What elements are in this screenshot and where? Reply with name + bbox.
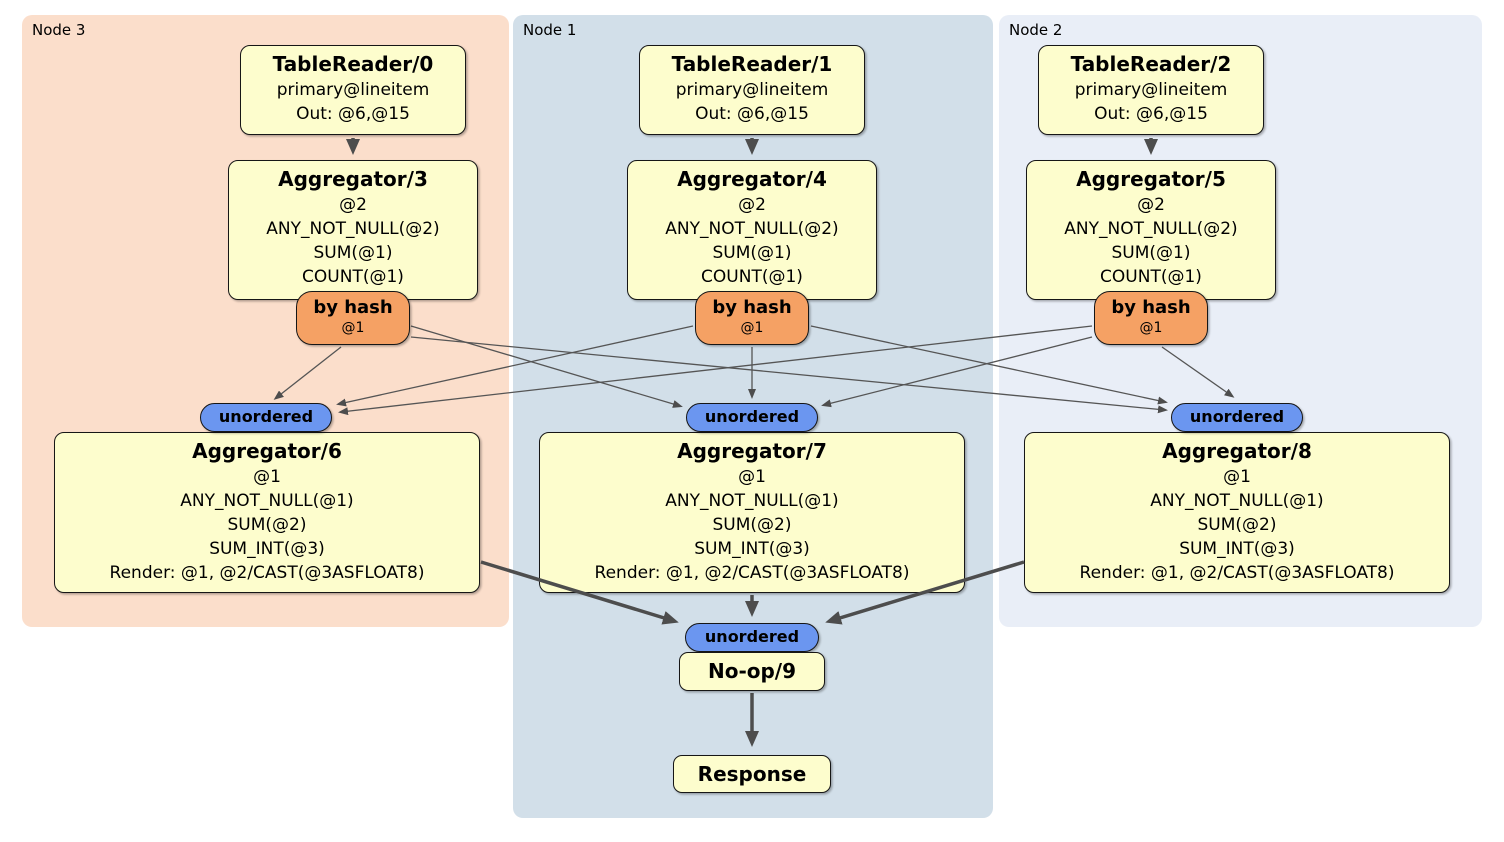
processor-aggregator-3: Aggregator/3 @2 ANY_NOT_NULL(@2) SUM(@1)… — [228, 160, 478, 300]
node-group-1-label: Node 1 — [523, 21, 577, 39]
router-detail: @1 — [740, 320, 764, 336]
processor-detail: SUM(@1) — [1111, 243, 1191, 263]
node-group-3-label: Node 3 — [32, 21, 86, 39]
processor-detail: ANY_NOT_NULL(@2) — [266, 219, 440, 239]
processor-detail: COUNT(@1) — [701, 267, 803, 287]
processor-detail: ANY_NOT_NULL(@2) — [665, 219, 839, 239]
processor-aggregator-7: Aggregator/7 @1 ANY_NOT_NULL(@1) SUM(@2)… — [539, 432, 965, 593]
stream-unordered-2: unordered — [1171, 403, 1303, 432]
processor-detail: @2 — [738, 195, 766, 215]
processor-detail: SUM(@1) — [313, 243, 393, 263]
processor-detail: primary@lineitem — [1074, 80, 1228, 100]
processor-detail: ANY_NOT_NULL(@2) — [1064, 219, 1238, 239]
processor-title: Aggregator/3 — [278, 167, 428, 191]
processor-title: Aggregator/5 — [1076, 167, 1226, 191]
processor-detail: SUM(@1) — [712, 243, 792, 263]
stream-label: unordered — [1189, 407, 1285, 426]
processor-detail: Out: @6,@15 — [1094, 104, 1208, 124]
edge-hash2-unordered0 — [338, 325, 1093, 416]
processor-aggregator-5: Aggregator/5 @2 ANY_NOT_NULL(@2) SUM(@1)… — [1026, 160, 1276, 300]
processor-title: TableReader/0 — [272, 52, 434, 76]
edge-hash0-unordered1 — [410, 325, 683, 408]
processor-title: Aggregator/7 — [677, 439, 827, 463]
node-group-2-label: Node 2 — [1009, 21, 1063, 39]
processor-detail: ANY_NOT_NULL(@1) — [180, 491, 354, 511]
processor-aggregator-4: Aggregator/4 @2 ANY_NOT_NULL(@2) SUM(@1)… — [627, 160, 877, 300]
router-label: by hash — [1111, 297, 1191, 318]
processor-detail: Render: @1, @2/CAST(@3ASFLOAT8) — [594, 563, 910, 583]
edge-hash2-unordered2 — [1161, 346, 1235, 398]
processor-detail: SUM(@2) — [712, 515, 792, 535]
processor-detail: @1 — [253, 467, 281, 487]
processor-aggregator-6: Aggregator/6 @1 ANY_NOT_NULL(@1) SUM(@2)… — [54, 432, 480, 593]
processor-detail: SUM(@2) — [227, 515, 307, 535]
stream-unordered-0: unordered — [200, 403, 332, 432]
response-label: Response — [697, 762, 807, 786]
processor-detail: @1 — [738, 467, 766, 487]
processor-detail: ANY_NOT_NULL(@1) — [665, 491, 839, 511]
processor-title: Aggregator/8 — [1162, 439, 1312, 463]
processor-detail: Render: @1, @2/CAST(@3ASFLOAT8) — [109, 563, 425, 583]
processor-title: No-op/9 — [707, 659, 797, 683]
router-by-hash-2: by hash @1 — [1094, 291, 1208, 345]
processor-detail: SUM_INT(@3) — [209, 539, 325, 559]
processor-tablereader-0: TableReader/0 primary@lineitem Out: @6,@… — [240, 45, 466, 135]
processor-detail: SUM_INT(@3) — [694, 539, 810, 559]
edge-aggregator8-unordered-final — [825, 560, 1025, 625]
processor-aggregator-8: Aggregator/8 @1 ANY_NOT_NULL(@1) SUM(@2)… — [1024, 432, 1450, 593]
processor-detail: COUNT(@1) — [1100, 267, 1202, 287]
edge-hash0-unordered2 — [410, 336, 1168, 414]
edge-hash2-unordered1 — [821, 336, 1093, 408]
stream-unordered-final: unordered — [685, 623, 819, 652]
processor-detail: @2 — [1137, 195, 1165, 215]
processor-detail: COUNT(@1) — [302, 267, 404, 287]
processor-title: TableReader/2 — [1070, 52, 1232, 76]
stream-unordered-1: unordered — [686, 403, 818, 432]
response-box: Response — [673, 755, 831, 793]
processor-title: Aggregator/4 — [677, 167, 827, 191]
processor-detail: @2 — [339, 195, 367, 215]
processor-noop-9: No-op/9 — [679, 652, 825, 691]
stream-label: unordered — [218, 407, 314, 426]
router-label: by hash — [313, 297, 393, 318]
processor-tablereader-1: TableReader/1 primary@lineitem Out: @6,@… — [639, 45, 865, 135]
router-detail: @1 — [341, 320, 365, 336]
processor-detail: primary@lineitem — [675, 80, 829, 100]
processor-tablereader-2: TableReader/2 primary@lineitem Out: @6,@… — [1038, 45, 1264, 135]
edge-aggregator6-unordered-final — [480, 560, 679, 625]
edge-hash0-unordered0 — [273, 346, 342, 400]
processor-detail: ANY_NOT_NULL(@1) — [1150, 491, 1324, 511]
stream-label: unordered — [704, 407, 800, 426]
router-label: by hash — [712, 297, 792, 318]
processor-title: TableReader/1 — [671, 52, 833, 76]
processor-detail: Out: @6,@15 — [296, 104, 410, 124]
stream-label: unordered — [704, 627, 800, 646]
processor-detail: SUM(@2) — [1197, 515, 1277, 535]
processor-detail: SUM_INT(@3) — [1179, 539, 1295, 559]
processor-detail: Out: @6,@15 — [695, 104, 809, 124]
router-detail: @1 — [1139, 320, 1163, 336]
edge-hash1-unordered0 — [336, 325, 694, 407]
processor-detail: @1 — [1223, 467, 1251, 487]
processor-title: Aggregator/6 — [192, 439, 342, 463]
processor-detail: primary@lineitem — [276, 80, 430, 100]
processor-detail: Render: @1, @2/CAST(@3ASFLOAT8) — [1079, 563, 1395, 583]
router-by-hash-0: by hash @1 — [296, 291, 410, 345]
router-by-hash-1: by hash @1 — [695, 291, 809, 345]
